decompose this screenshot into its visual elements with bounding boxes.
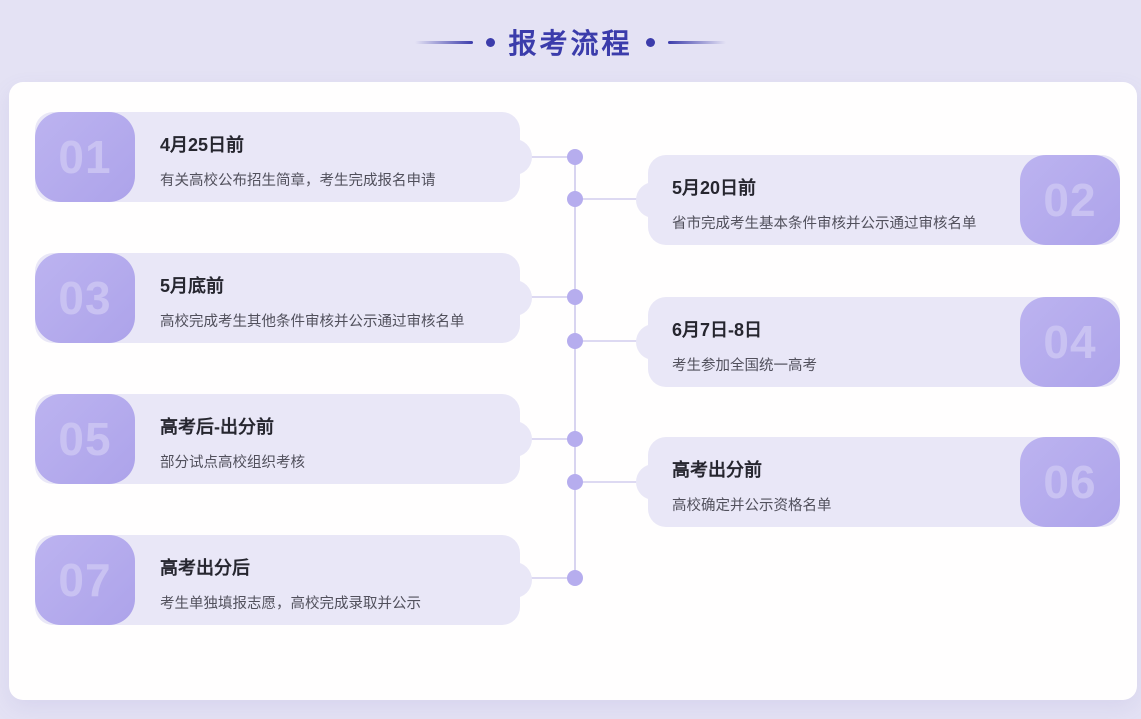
step-number: 06: [1043, 456, 1097, 508]
step-card-7: 07 高考出分后 考生单独填报志愿，高校完成录取并公示: [35, 535, 532, 625]
timeline-dot-6: [567, 474, 583, 490]
step-number: 07: [58, 554, 112, 606]
step-number-badge: 05: [35, 394, 135, 484]
timeline-dot-2: [567, 191, 583, 207]
step-number: 03: [58, 272, 112, 324]
step-number: 02: [1043, 174, 1097, 226]
step-number: 05: [58, 413, 112, 465]
step-description: 有关高校公布招生简章，考生完成报名申请: [160, 173, 436, 189]
step-body: 4月25日前 有关高校公布招生简章，考生完成报名申请: [160, 131, 500, 190]
connector-step-5: [520, 438, 576, 440]
timeline-dot-5: [567, 431, 583, 447]
timeline-dot-1: [567, 149, 583, 165]
step-title: 4月25日前: [160, 135, 245, 155]
step-title: 高考出分前: [672, 460, 762, 480]
timeline-line: [574, 157, 576, 578]
step-card-2: 02 5月20日前 省市完成考生基本条件审核并公示通过审核名单: [636, 155, 1120, 245]
timeline-dot-3: [567, 289, 583, 305]
step-description: 部分试点高校组织考核: [160, 455, 305, 471]
connector-step-3: [520, 296, 576, 298]
step-number-badge: 03: [35, 253, 135, 343]
page-header: 报考流程: [0, 18, 1141, 66]
step-number-badge: 02: [1020, 155, 1120, 245]
step-card-5: 05 高考后-出分前 部分试点高校组织考核: [35, 394, 532, 484]
step-description: 高校完成考生其他条件审核并公示通过审核名单: [160, 314, 465, 330]
step-number-badge: 06: [1020, 437, 1120, 527]
step-body: 5月底前 高校完成考生其他条件审核并公示通过审核名单: [160, 272, 500, 331]
timeline-dot-7: [567, 570, 583, 586]
step-body: 6月7日-8日 考生参加全国统一高考: [672, 316, 995, 375]
step-body: 高考后-出分前 部分试点高校组织考核: [160, 413, 500, 472]
step-card-6: 06 高考出分前 高校确定并公示资格名单: [636, 437, 1120, 527]
step-number: 01: [58, 131, 112, 183]
header-decor-line-right: [667, 40, 726, 44]
step-description: 省市完成考生基本条件审核并公示通过审核名单: [672, 216, 977, 232]
connector-step-1: [520, 156, 576, 158]
timeline-dot-4: [567, 333, 583, 349]
step-description: 考生单独填报志愿，高校完成录取并公示: [160, 596, 421, 612]
step-title: 5月20日前: [672, 178, 757, 198]
step-card-3: 03 5月底前 高校完成考生其他条件审核并公示通过审核名单: [35, 253, 532, 343]
page-title: 报考流程: [508, 28, 633, 59]
step-description: 考生参加全国统一高考: [672, 358, 817, 374]
connector-step-4: [574, 340, 648, 342]
step-number-badge: 04: [1020, 297, 1120, 387]
step-card-1: 01 4月25日前 有关高校公布招生简章，考生完成报名申请: [35, 112, 532, 202]
connector-step-7: [520, 577, 576, 579]
header-decor-dot-left: [486, 37, 496, 47]
connector-step-6: [574, 481, 648, 483]
step-body: 高考出分后 考生单独填报志愿，高校完成录取并公示: [160, 554, 500, 613]
step-description: 高校确定并公示资格名单: [672, 498, 832, 514]
step-title: 高考后-出分前: [160, 417, 274, 437]
step-title: 5月底前: [160, 276, 225, 296]
step-title: 6月7日-8日: [672, 320, 763, 340]
header-decor-line-left: [415, 40, 474, 44]
header-decor-dot-right: [645, 37, 655, 47]
step-card-4: 04 6月7日-8日 考生参加全国统一高考: [636, 297, 1120, 387]
step-body: 5月20日前 省市完成考生基本条件审核并公示通过审核名单: [672, 174, 995, 233]
step-number: 04: [1043, 316, 1097, 368]
step-title: 高考出分后: [160, 558, 250, 578]
connector-step-2: [574, 198, 648, 200]
step-number-badge: 07: [35, 535, 135, 625]
step-number-badge: 01: [35, 112, 135, 202]
step-body: 高考出分前 高校确定并公示资格名单: [672, 456, 995, 515]
